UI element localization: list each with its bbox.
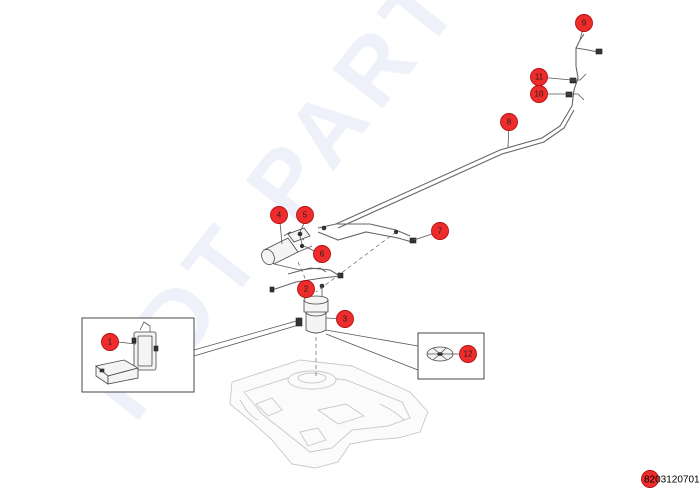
callout-9[interactable]: 9 bbox=[575, 14, 593, 32]
callout-9-label: 9 bbox=[582, 19, 587, 28]
fuel-pump-module bbox=[295, 283, 329, 334]
callout-11[interactable]: 11 bbox=[530, 68, 548, 86]
detail-box-1 bbox=[81, 317, 303, 393]
filter-bracket bbox=[287, 227, 311, 249]
callout-12-label: 12 bbox=[464, 350, 473, 359]
callout-5-label: 5 bbox=[303, 211, 308, 220]
callout-4[interactable]: 4 bbox=[270, 206, 288, 224]
callout-1[interactable]: 1 bbox=[101, 333, 119, 351]
callout-11-label: 11 bbox=[535, 73, 544, 82]
callout-5[interactable]: 5 bbox=[296, 206, 314, 224]
filter-disc bbox=[426, 346, 454, 362]
callout-6-label: 6 bbox=[320, 250, 325, 259]
callout-3[interactable]: 3 bbox=[336, 310, 354, 328]
callout-12[interactable]: 12 bbox=[459, 345, 477, 363]
fuel-tank bbox=[229, 359, 429, 469]
callout-7-label: 7 bbox=[438, 227, 443, 236]
callouts: 1 2 3 4 5 6 7 8 bbox=[101, 14, 593, 363]
callout-7[interactable]: 7 bbox=[431, 222, 449, 240]
callout-10[interactable]: 10 bbox=[530, 85, 548, 103]
fuel-filter bbox=[261, 231, 327, 273]
callout-3-label: 3 bbox=[343, 315, 348, 324]
callout-8[interactable]: 8 bbox=[500, 113, 518, 131]
callout-2[interactable]: 2 bbox=[297, 280, 315, 298]
callout-4-label: 4 bbox=[277, 211, 282, 220]
main-fuel-lines bbox=[317, 33, 603, 244]
callout-8-label: 8 bbox=[507, 118, 512, 127]
callout-6[interactable]: 6 bbox=[313, 245, 331, 263]
callout-2-label: 2 bbox=[304, 285, 309, 294]
reference-code-text: 8203120701 bbox=[644, 475, 700, 486]
line-to-pump-dash bbox=[315, 231, 397, 293]
reference-code: 8203120701 bbox=[641, 470, 700, 488]
callout-10-label: 10 bbox=[535, 90, 544, 99]
detail-box-12 bbox=[325, 329, 485, 380]
callout-1-label: 1 bbox=[108, 338, 113, 347]
